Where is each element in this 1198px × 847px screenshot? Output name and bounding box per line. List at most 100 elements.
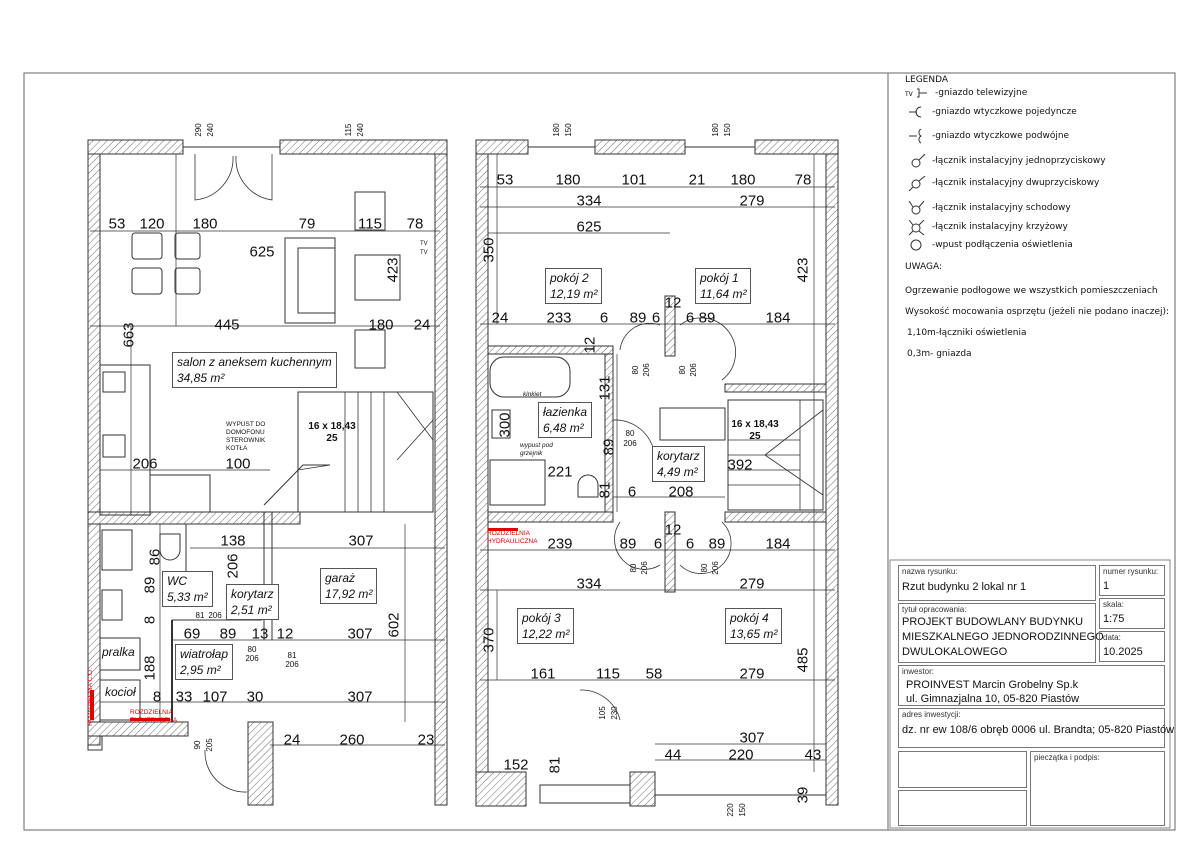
dimension-label: 107	[202, 688, 228, 706]
dimension-label: 89	[219, 625, 237, 643]
dimension-label: 105	[598, 706, 607, 720]
double-socket-icon	[905, 128, 929, 150]
dimension-label: 150	[723, 123, 732, 137]
dimension-label: 78	[794, 171, 812, 189]
dimension-label: 161	[530, 665, 556, 683]
room-name: pokój 4	[730, 611, 769, 625]
room-name: korytarz	[231, 587, 274, 601]
dimension-label: 290	[194, 123, 203, 137]
note-line: wypust pod	[520, 442, 553, 449]
blank-cell	[898, 790, 1027, 826]
dimension-label: 89	[619, 535, 637, 553]
dimension-label: 239	[547, 535, 573, 553]
room-area: 12,19 m²	[550, 287, 598, 301]
room-name: garaż	[325, 571, 356, 585]
dimension-label: 221	[547, 463, 573, 481]
dimension-label: 206	[208, 611, 222, 620]
room-area: 4,49 m²	[657, 465, 698, 479]
dimension-label: 81	[596, 481, 614, 499]
wall-lamp-note: kinkiet	[523, 391, 542, 398]
dimension-label: 180	[711, 123, 720, 137]
address-value: dz. nr ew 108/6 obręb 0006 ul. Brandta; …	[902, 724, 1175, 736]
room-name: wiatrołap	[180, 647, 229, 661]
dimension-label: 180	[368, 316, 394, 334]
room-name: pokój 3	[522, 611, 561, 625]
dimension-label: 80	[625, 429, 635, 438]
dimension-label: 6	[653, 535, 663, 553]
dimension-label: 115	[344, 123, 353, 137]
dimension-label: 86	[146, 548, 164, 566]
legend-title: LEGENDA	[905, 75, 949, 85]
dimension-label: 206	[224, 553, 242, 579]
dimension-label: 180	[555, 171, 581, 189]
dimension-label: 230	[610, 706, 619, 720]
dimension-label: 89	[698, 309, 716, 327]
room-label-pokoj-3: pokój 3 12,22 m²	[517, 608, 575, 644]
legend-label: -gniazdo telewizyjne	[935, 88, 1028, 98]
appliance-label-pralka: pralka	[102, 645, 135, 659]
project-title-cell: tytuł opracowania:PROJEKT BUDOWLANY BUDY…	[898, 603, 1104, 663]
caption: nazwa rysunku:	[902, 567, 958, 576]
dimension-label: 423	[794, 257, 812, 283]
dimension-label: 206	[132, 455, 158, 473]
dimension-label: 80	[700, 563, 709, 573]
stair-depth: 25	[749, 431, 761, 442]
tv-socket-label: TV	[420, 250, 428, 256]
note-line: DOMOFONU	[226, 429, 265, 436]
svg-text:TV: TV	[905, 91, 914, 98]
dimension-label: 24	[491, 309, 509, 327]
dimension-label: 184	[765, 309, 791, 327]
dimension-label: 53	[108, 215, 126, 233]
heating-panel-label: ROZDZIELNIA C.O.	[86, 668, 94, 726]
dimension-label: 120	[139, 215, 165, 233]
dimension-label: 300	[496, 412, 514, 438]
address-cell: adres inwestycji:dz. nr ew 108/6 obręb 0…	[898, 708, 1174, 748]
dimension-label: 485	[794, 647, 812, 673]
single-switch-icon	[905, 153, 929, 175]
room-area: 12,22 m²	[522, 627, 570, 641]
room-name: korytarz	[657, 449, 700, 463]
drawing-name: Rzut budynku 2 lokal nr 1	[902, 581, 1027, 593]
dimension-label: 12	[664, 521, 682, 539]
dimension-label: 90	[193, 740, 202, 750]
room-name: pokój 1	[700, 271, 739, 285]
ground-floor-plan	[87, 139, 448, 806]
dimension-label: 220	[728, 746, 754, 764]
date-value: 10.2025	[1103, 646, 1143, 658]
room-label-korytarz: korytarz 4,49 m²	[652, 446, 705, 482]
appliance-label-kociol: kocioł	[105, 685, 136, 699]
dimension-label: 58	[645, 665, 663, 683]
legend-label: -gniazdo wtyczkowe pojedyncze	[932, 107, 1077, 117]
dimension-label: 220	[726, 803, 735, 817]
dimension-label: 663	[120, 322, 138, 348]
dimension-label: 392	[727, 456, 753, 474]
stamp-cell: pieczątka i podpis:	[1030, 751, 1165, 826]
dimension-label: 6	[651, 309, 661, 327]
room-area: 13,65 m²	[730, 627, 778, 641]
dimension-label: 206	[642, 363, 651, 377]
dimension-label: 115	[596, 665, 620, 683]
dimension-label: 89	[629, 309, 647, 327]
dimension-label: 81	[546, 756, 564, 774]
room-area: 5,33 m²	[167, 590, 208, 604]
note-line: grzejnik	[520, 450, 543, 457]
note-line: 1,10m-łączniki oświetlenia	[907, 328, 1027, 338]
legend-label: -gniazdo wtyczkowe podwójne	[932, 131, 1070, 141]
legend-label: -łącznik instalacyjny schodowy	[932, 203, 1071, 213]
dimension-label: 8	[152, 688, 162, 706]
notes-title: UWAGA:	[905, 262, 942, 272]
dimension-label: 89	[708, 535, 726, 553]
dimension-label: 89	[600, 438, 618, 456]
caption: numer rysunku:	[1103, 567, 1159, 576]
drawing-name-cell: nazwa rysunku: Rzut budynku 2 lokal nr 1	[898, 565, 1096, 601]
dimension-label: 445	[214, 316, 240, 334]
date-cell: data:10.2025	[1099, 631, 1165, 662]
